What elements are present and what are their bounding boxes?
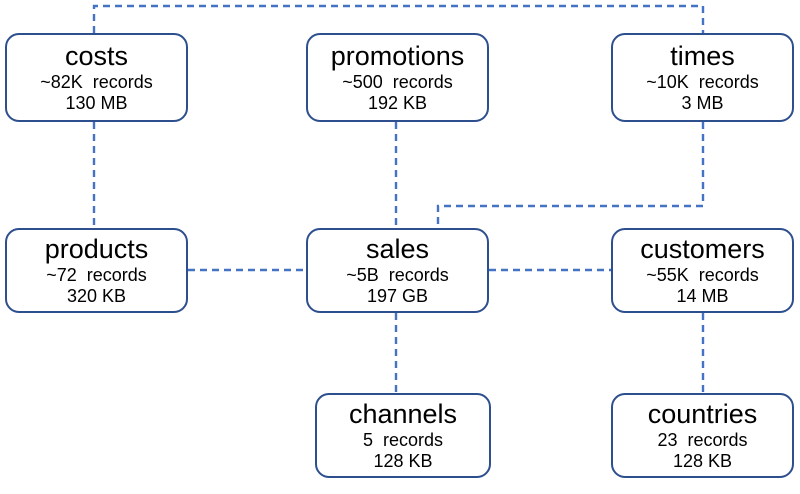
table-size-times: 3 MB <box>681 93 724 113</box>
table-record-count-costs: ~82K records <box>40 72 153 92</box>
table-name-sales: sales <box>365 234 430 264</box>
table-size-products: 320 KB <box>66 286 127 306</box>
edge-times-sales <box>436 122 705 228</box>
table-size-promotions: 192 KB <box>367 93 428 113</box>
table-name-channels: channels <box>348 399 458 429</box>
table-name-costs: costs <box>64 41 129 71</box>
table-name-times: times <box>670 41 735 71</box>
table-size-customers: 14 MB <box>676 286 729 306</box>
table-record-count-products: ~72 records <box>46 265 147 285</box>
table-node-sales[interactable]: sales ~5B records 197 GB <box>306 228 489 313</box>
table-record-count-countries: 23 records <box>657 430 748 450</box>
table-record-count-channels: 5 records <box>362 430 444 450</box>
table-record-count-customers: ~55K records <box>646 265 759 285</box>
table-node-channels[interactable]: channels 5 records 128 KB <box>315 393 491 478</box>
table-record-count-promotions: ~500 records <box>342 72 453 92</box>
table-name-countries: countries <box>647 399 758 429</box>
table-size-sales: 197 GB <box>366 286 429 306</box>
table-name-products: products <box>44 234 149 264</box>
table-node-costs[interactable]: costs ~82K records 130 MB <box>5 33 188 122</box>
table-name-promotions: promotions <box>330 41 465 71</box>
table-record-count-times: ~10K records <box>646 72 759 92</box>
table-size-costs: 130 MB <box>65 93 128 113</box>
table-node-customers[interactable]: customers ~55K records 14 MB <box>611 228 794 313</box>
table-record-count-sales: ~5B records <box>346 265 449 285</box>
table-size-countries: 128 KB <box>672 451 733 471</box>
table-node-promotions[interactable]: promotions ~500 records 192 KB <box>306 33 489 122</box>
edge-costs-times <box>92 4 705 33</box>
table-node-countries[interactable]: countries 23 records 128 KB <box>611 393 794 478</box>
table-size-channels: 128 KB <box>373 451 433 471</box>
table-node-times[interactable]: times ~10K records 3 MB <box>611 33 794 122</box>
table-name-customers: customers <box>640 234 765 264</box>
table-node-products[interactable]: products ~72 records 320 KB <box>5 228 188 313</box>
